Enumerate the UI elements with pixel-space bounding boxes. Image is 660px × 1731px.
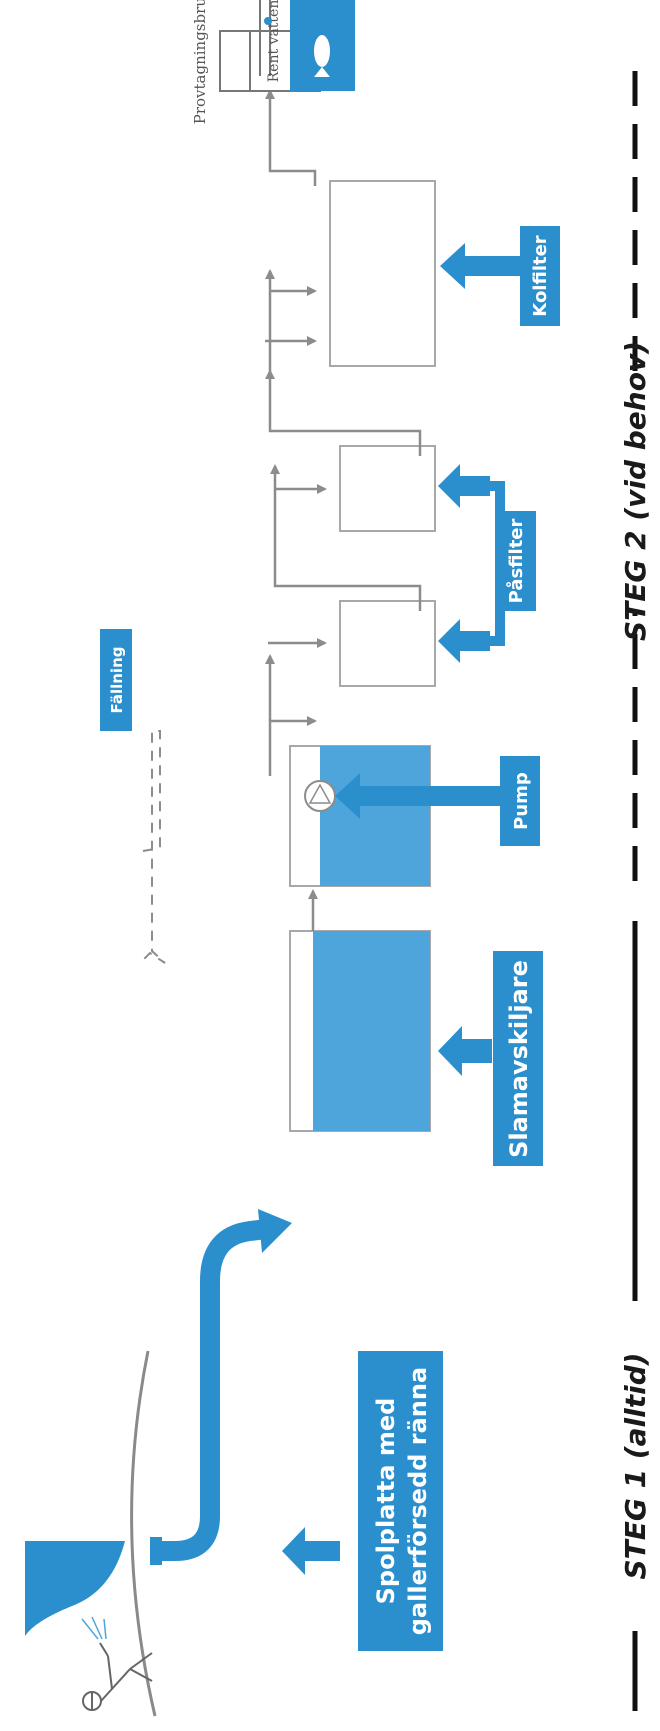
spolplatta-label-box (358, 1351, 443, 1651)
kolfilter-label-box (520, 226, 560, 326)
spolplatta-label-line2: gallerförsedd ränna (404, 1367, 432, 1635)
kolfilter-box (329, 180, 436, 367)
pump-label-box (500, 756, 540, 846)
provtagningsbrunn-label: Provtagningsbrunn (191, 0, 209, 124)
boat-icon (25, 1541, 125, 1636)
slamavskiljare-label-box (493, 951, 543, 1166)
pump-water (320, 746, 430, 886)
pasfilter-box-2 (339, 445, 436, 532)
slamavskiljare-label: Slamavskiljare (505, 960, 533, 1158)
spolplatta-arrow (282, 1527, 340, 1575)
water-spray (81, 1616, 107, 1640)
kolfilter-arrow (440, 243, 520, 289)
fish-icon (314, 35, 330, 77)
fallning-label: Fällning (108, 646, 126, 713)
slamavskiljare-water (313, 931, 430, 1131)
flow-kol-out (265, 89, 317, 186)
pasfilter-arrow-2 (438, 464, 490, 508)
kolfilter-label: Kolfilter (530, 235, 551, 316)
drain-pipe (152, 1218, 277, 1561)
ground-line (130, 1350, 157, 1717)
pasfilter-label-box (496, 511, 536, 611)
drain-pipe-head (258, 1209, 292, 1253)
pump-label: Pump (511, 772, 532, 830)
steg1-label: STEG 1 (alltid) (619, 1352, 652, 1579)
pasfilter-box-1 (339, 600, 436, 687)
spolplatta-label-line1: Spolplatta med (372, 1398, 400, 1605)
pasfilter-label: Påsfilter (505, 518, 527, 603)
person-washing-icon (82, 1642, 153, 1711)
fallning-dashed-line (139, 730, 166, 964)
steg2-label: STEG 2 (vid behov) (619, 341, 652, 641)
drain-grate (150, 1537, 162, 1565)
slamavskiljare-arrow (438, 1026, 492, 1076)
fallning-label-box (100, 629, 132, 731)
flow-filter2-out (265, 369, 422, 456)
pasfilter-arrow-1 (438, 619, 490, 663)
rent-vatten-label: Rent vatten (266, 0, 282, 82)
pump-icon (304, 780, 336, 812)
water-drop-icon (264, 17, 272, 25)
flow-filter1-out (270, 464, 422, 611)
pump-arrow (335, 773, 500, 819)
